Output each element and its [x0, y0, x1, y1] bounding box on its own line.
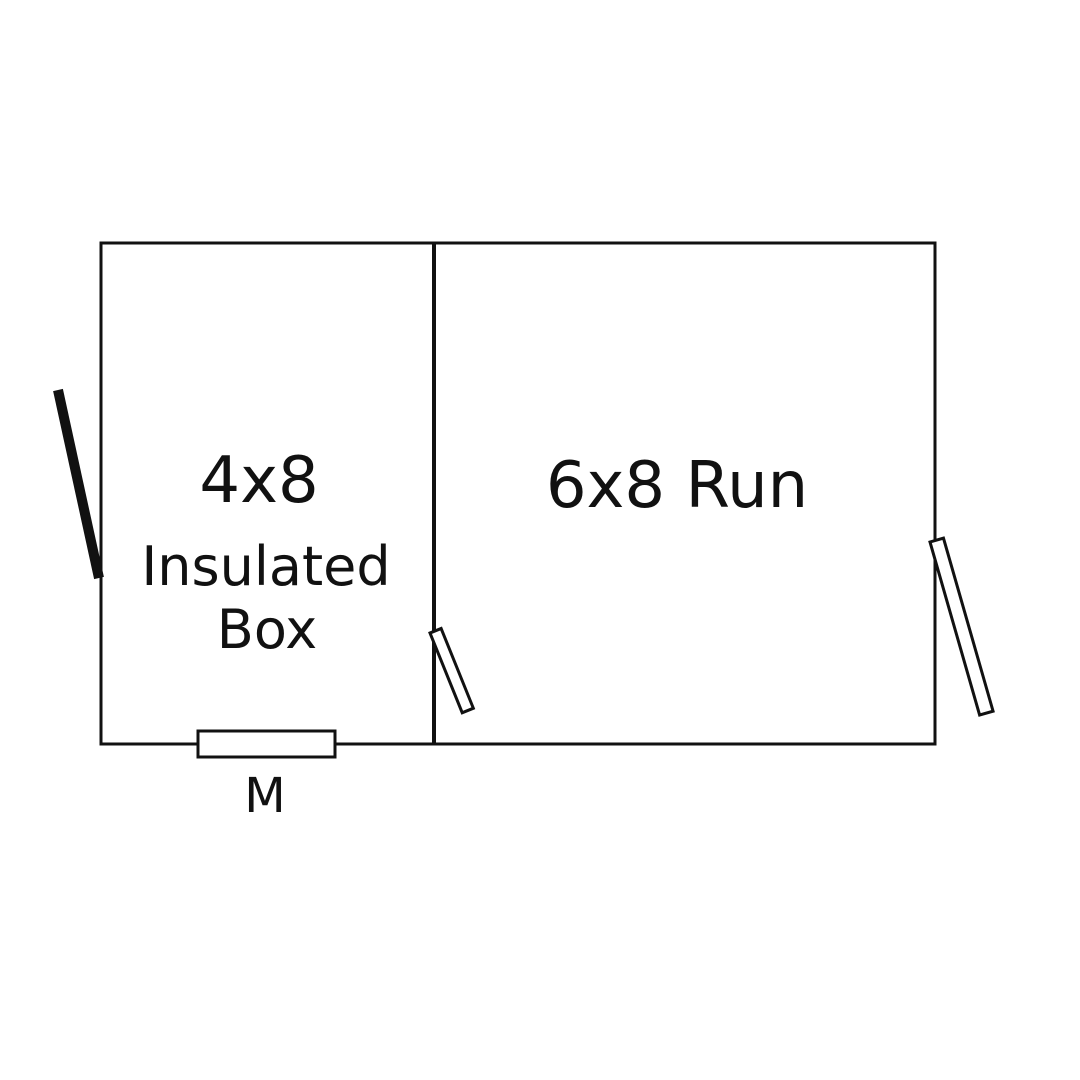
bottom-marker-bar — [196, 729, 337, 759]
box-size-label: 4x8 — [199, 444, 318, 518]
interior-door — [428, 626, 476, 715]
run-door — [928, 536, 995, 717]
marker-label: M — [244, 768, 285, 824]
run-label: 6x8 Run — [546, 449, 808, 523]
outer-wall — [99, 241, 937, 746]
box-name-line2: Box — [217, 598, 317, 661]
box-name-line1: Insulated — [141, 535, 390, 598]
left-door — [53, 388, 104, 580]
